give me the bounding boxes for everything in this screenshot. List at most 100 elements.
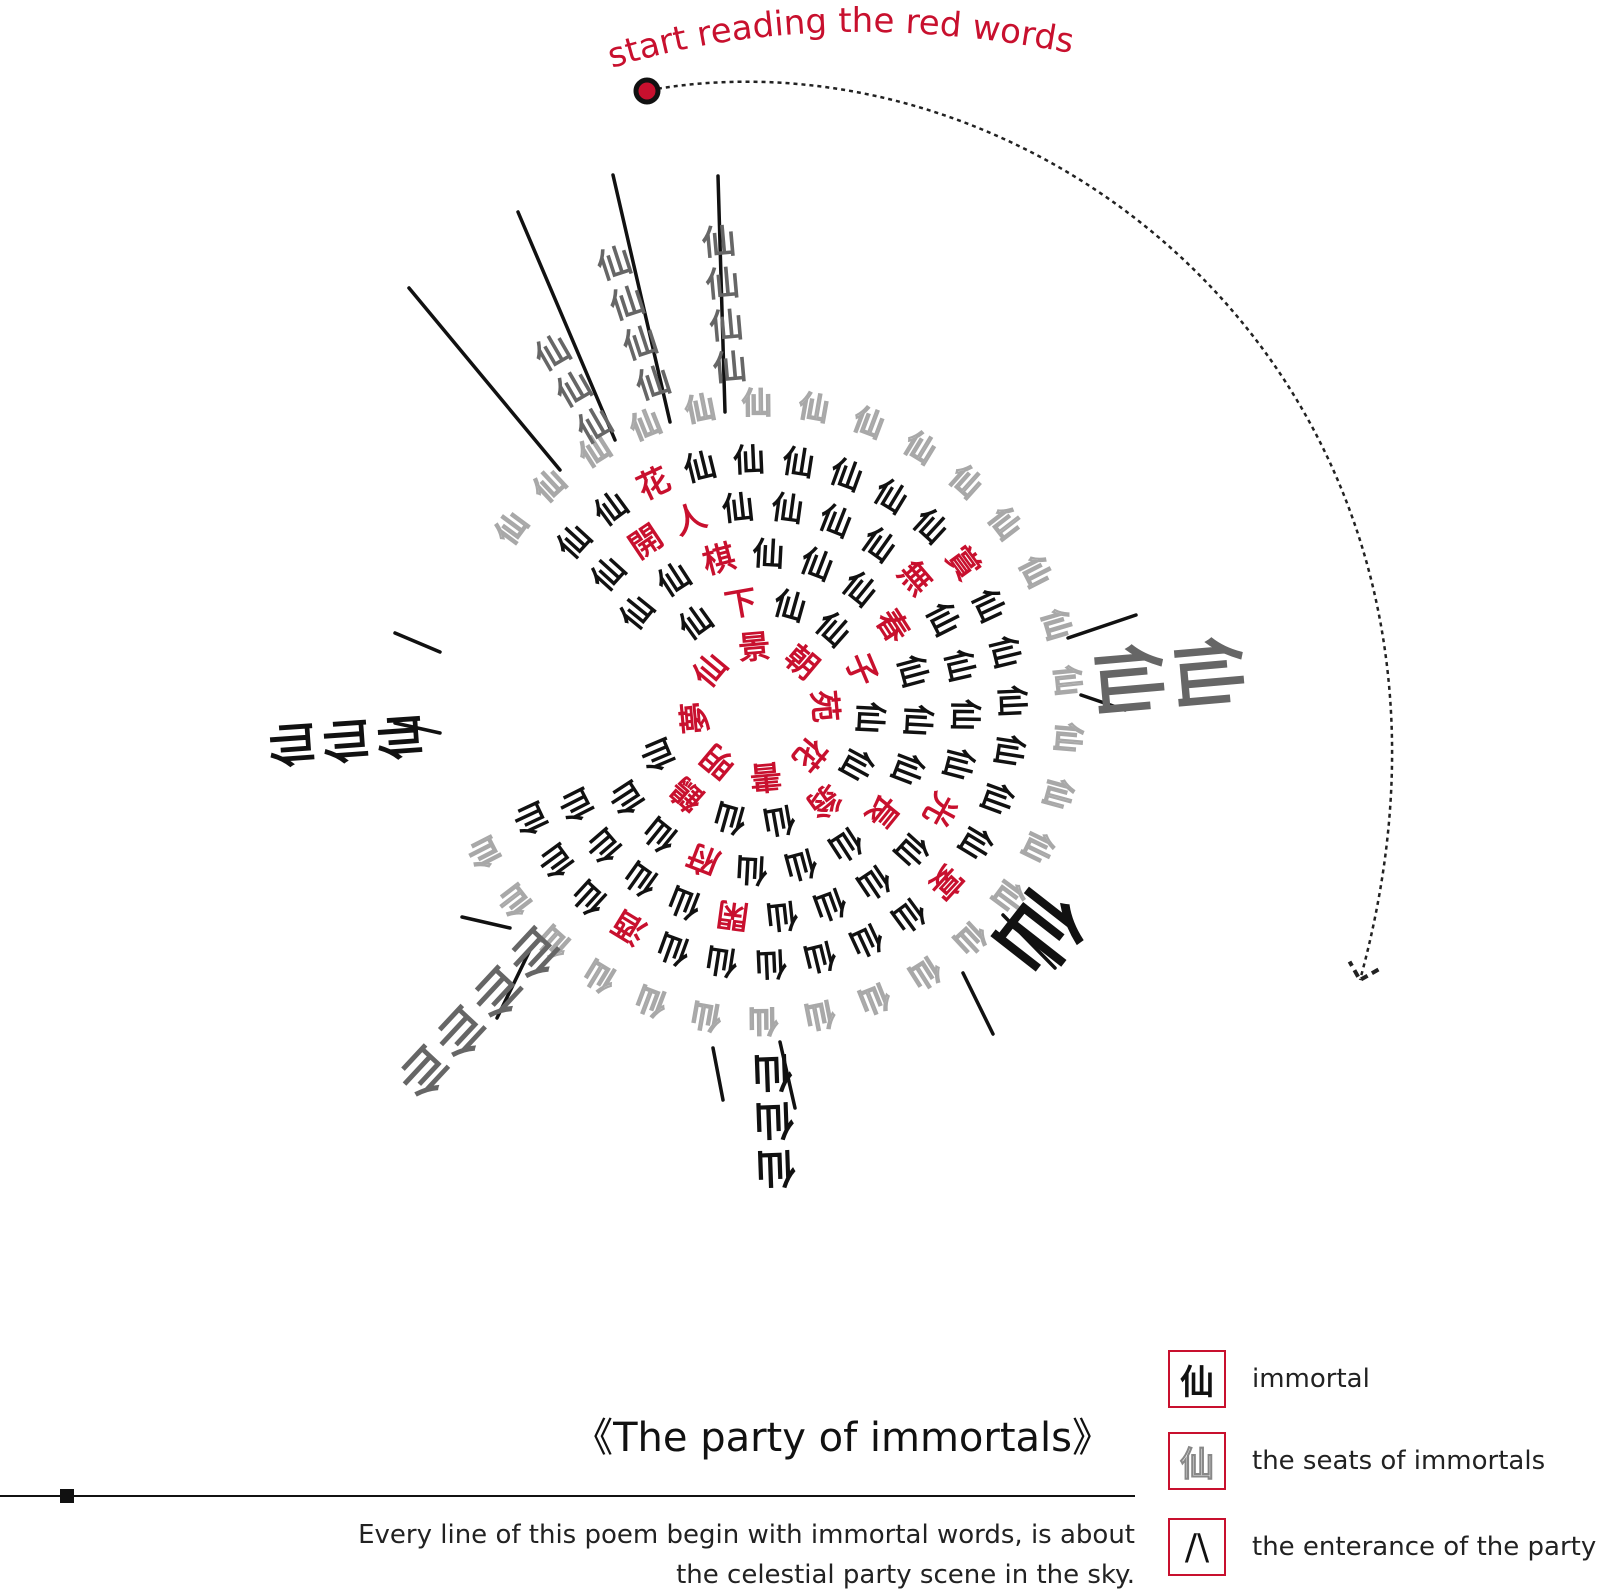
red-word: 子 xyxy=(838,647,885,691)
immortal-char: 仙 xyxy=(850,858,898,907)
entrance-line xyxy=(711,1046,725,1102)
immortal-char: 仙 xyxy=(549,517,599,566)
legend-symbol-entrance: /\ xyxy=(1168,1518,1226,1576)
immortal-char: 仙 xyxy=(612,588,662,637)
red-word: 花 xyxy=(785,729,835,778)
immortal-char: 仙 xyxy=(680,445,720,490)
entrance-line xyxy=(1066,613,1138,640)
immortal-char: 仙 xyxy=(603,774,652,822)
immortal-char: 仙 xyxy=(898,703,938,737)
red-word: 花 xyxy=(631,460,676,508)
immortal-char: 仙 xyxy=(887,825,937,874)
immortal-char: 仙 xyxy=(617,854,665,904)
red-word: 春 xyxy=(868,602,917,650)
immortal-char: 仙 xyxy=(703,940,740,982)
seat-char: 仙 xyxy=(748,1002,778,1037)
legend-label-immortal: immortal xyxy=(1252,1364,1370,1394)
entrance-slash-icon: /\ xyxy=(1184,1526,1210,1568)
immortal-char: 仙 xyxy=(809,881,852,928)
seat-glyph-icon: 仙 xyxy=(1180,1444,1215,1485)
spoke-immortal-char: 仙 xyxy=(753,1096,795,1144)
immortal-char: 仙 xyxy=(663,879,707,926)
seat-char: 仙 xyxy=(625,404,666,448)
spoke-immortal-char: 仙 xyxy=(1163,633,1254,712)
immortal-char: 仙 xyxy=(992,684,1031,718)
poem-title: 《The party of immortals》 xyxy=(573,1415,1112,1461)
seat-char: 仙 xyxy=(796,389,832,429)
spoke-immortal-char: 仙 xyxy=(1083,640,1174,719)
underline-marker xyxy=(60,1489,74,1503)
entrance-line xyxy=(778,1040,797,1110)
seat-char: 仙 xyxy=(1036,774,1078,812)
reading-guide-label: start reading the red words xyxy=(603,1,1077,77)
description-line-1: Every line of this poem begin with immor… xyxy=(358,1520,1135,1550)
spoke-immortal-char: 仙 xyxy=(708,305,745,348)
immortal-char: 仙 xyxy=(781,842,822,887)
spoke-immortal-char: 仙 xyxy=(265,720,322,770)
seat-char: 仙 xyxy=(489,506,535,551)
immortal-char: 仙 xyxy=(710,795,751,840)
immortal-char: 仙 xyxy=(890,651,935,692)
immortal-char: 仙 xyxy=(764,895,800,936)
red-word: 光 xyxy=(916,787,965,833)
immortal-char: 仙 xyxy=(732,441,766,480)
immortal-char: 仙 xyxy=(760,799,798,842)
immortal-char: 仙 xyxy=(825,452,868,499)
seat-char: 仙 xyxy=(981,501,1027,546)
immortal-char: 仙 xyxy=(508,796,556,841)
poem-description: Every line of this poem begin with immor… xyxy=(235,1515,1135,1595)
immortal-char: 仙 xyxy=(938,646,982,686)
immortal-char: 仙 xyxy=(822,820,870,869)
immortal-char: 仙 xyxy=(751,534,785,574)
immortal-char: 仙 xyxy=(884,747,931,791)
legend-item-entrance: /\ the enterance of the party xyxy=(1168,1518,1598,1584)
spoke-immortal-char: 仙 xyxy=(700,221,737,264)
immortal-char: 仙 xyxy=(672,598,720,648)
red-word: 鶴 xyxy=(663,770,712,820)
red-word: 賞 xyxy=(938,539,988,587)
poem-spiral-diagram: start reading the red words 景朝苑花書明夢仙下仙仙子… xyxy=(265,1,1394,1192)
seat-char: 仙 xyxy=(942,459,988,505)
seat-char: 仙 xyxy=(579,953,623,998)
red-word: 府 xyxy=(682,836,726,883)
legend-symbol-immortal: 仙 xyxy=(1168,1350,1226,1408)
spoke-immortal-char: 仙 xyxy=(631,360,676,409)
entrance-line xyxy=(495,948,532,1020)
immortal-char: 仙 xyxy=(885,890,933,940)
legend-item-seats: 仙 the seats of immortals xyxy=(1168,1432,1598,1498)
red-word: 棋 xyxy=(699,537,740,582)
entrance-line xyxy=(611,173,672,424)
reading-guide-arrow xyxy=(649,80,1394,980)
immortal-char: 仙 xyxy=(735,850,769,890)
immortal-char: 仙 xyxy=(532,837,582,885)
entrance-line xyxy=(393,631,442,654)
entrance-line xyxy=(716,174,727,414)
red-word: 朝 xyxy=(777,637,826,687)
spoke-immortal-char: 仙 xyxy=(755,1144,797,1192)
immortal-char: 仙 xyxy=(635,733,682,777)
entrance-line xyxy=(393,721,442,735)
red-word: 書 xyxy=(748,756,783,797)
red-word: 景 xyxy=(737,627,772,668)
spoke-immortal-char: 仙 xyxy=(372,712,429,762)
red-word: 夢 xyxy=(675,700,716,735)
immortal-char: 仙 xyxy=(855,520,903,570)
legend-label-entrance: the enterance of the party xyxy=(1252,1532,1597,1562)
seat-char: 仙 xyxy=(898,426,942,471)
immortal-char: 仙 xyxy=(867,472,914,521)
title-underline xyxy=(0,1495,1135,1497)
seat-char: 仙 xyxy=(742,386,772,421)
red-word: 翁 xyxy=(800,777,848,827)
seat-char: 仙 xyxy=(903,949,947,995)
red-word: 長 xyxy=(857,787,907,837)
red-word: 明 xyxy=(694,737,743,787)
immortal-char: 仙 xyxy=(919,596,967,642)
red-word: 閑 xyxy=(714,894,751,936)
immortal-char: 仙 xyxy=(754,944,788,983)
immortal-char: 仙 xyxy=(988,732,1030,769)
seat-char: 仙 xyxy=(802,994,838,1034)
immortal-char: 仙 xyxy=(808,605,857,655)
seat-char: 仙 xyxy=(1048,721,1085,754)
seat-char: 仙 xyxy=(1015,825,1060,867)
